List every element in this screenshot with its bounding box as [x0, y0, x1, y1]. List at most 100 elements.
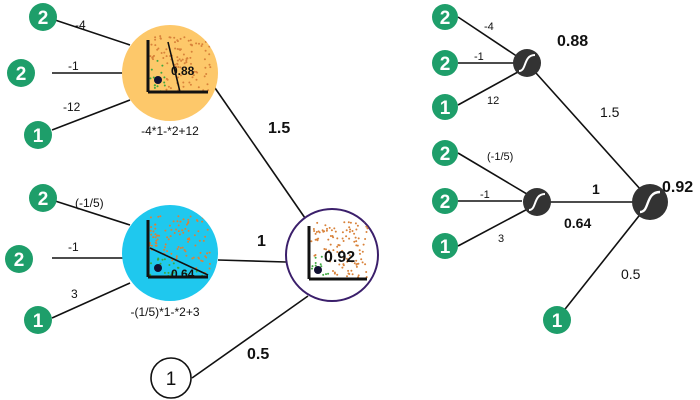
scatter-dot: [165, 77, 168, 80]
output-neuron: 0.92: [285, 208, 379, 302]
scatter-dot: [345, 229, 348, 232]
input-node-circle: [432, 4, 458, 30]
scatter-dot: [355, 263, 358, 266]
scatter-dot: [179, 74, 182, 77]
scatter-dot: [185, 223, 188, 226]
scatter-dot: [351, 260, 354, 263]
scatter-dot: [206, 228, 209, 231]
scatter-dot: [348, 230, 351, 233]
scatter-dot: [353, 262, 356, 265]
n2-input-node-1: 2: [29, 184, 57, 212]
scatter-dot: [159, 37, 162, 40]
scatter-dot: [208, 262, 211, 265]
scatter-dot: [342, 256, 345, 259]
scatter-dot: [191, 71, 194, 74]
scatter-dot: [355, 228, 358, 231]
scatter-dot: [156, 234, 158, 237]
scatter-dot: [177, 215, 180, 218]
scatter-dot: [198, 42, 200, 45]
scatter-dot: [341, 231, 344, 234]
scatter-dot: [347, 221, 350, 224]
scatter-dot: [177, 246, 180, 248]
scatter-dot: [354, 236, 357, 239]
scatter-dot: [336, 251, 339, 253]
r-bias-node: 1: [543, 306, 571, 334]
scatter-dot: [328, 226, 331, 229]
scatter-dot: [164, 229, 167, 232]
neuron1: 0.88: [122, 25, 218, 121]
scatter-dot: [150, 43, 153, 46]
r-n2-weight-2: -1: [480, 189, 490, 201]
input-node-value: 1: [440, 98, 451, 119]
scatter-dot: [356, 224, 359, 227]
scatter-dot: [348, 237, 351, 240]
input-node-circle: [29, 184, 57, 212]
scatter-dot: [185, 272, 188, 275]
scatter-dot: [195, 78, 198, 81]
scatter-dot: [149, 229, 152, 232]
scatter-dot: [341, 237, 344, 240]
neuron2-decision-boundary: [149, 247, 209, 276]
scatter-dot: [313, 254, 316, 257]
weight-bias-to-output: 0.5: [247, 346, 269, 363]
scatter-dot: [357, 274, 360, 277]
r-n1-input-node-2: 2: [432, 50, 458, 76]
scatter-dot: [189, 83, 192, 86]
scatter-dot: [154, 244, 157, 247]
scatter-dot: [314, 232, 317, 235]
scatter-dot: [172, 271, 175, 274]
scatter-dot: [162, 57, 165, 59]
scatter-dot: [208, 63, 211, 66]
sigmoid-icon: [639, 190, 661, 214]
scatter-dot: [173, 36, 176, 39]
sigmoid-icon: [518, 54, 536, 72]
scatter-dot: [154, 241, 157, 244]
scatter-dot: [208, 53, 211, 56]
input-node-circle: [432, 233, 458, 259]
input-node-circle: [24, 306, 52, 334]
scatter-dot: [349, 228, 352, 231]
input-node-circle: [432, 50, 458, 76]
neuron1-data-point: [154, 76, 162, 84]
scatter-dot: [170, 252, 173, 255]
scatter-dot: [150, 244, 153, 247]
scatter-dot: [355, 240, 358, 243]
scatter-dot: [156, 59, 159, 62]
scatter-dot: [195, 270, 198, 273]
r-edge-bias-output: [557, 201, 651, 319]
scatter-dot: [200, 45, 203, 47]
scatter-dot: [360, 258, 363, 261]
scatter-dot: [201, 260, 204, 263]
neuron1-scatter: [149, 35, 212, 93]
input-node-value: 2: [440, 8, 451, 29]
scatter-dot: [173, 232, 176, 234]
scatter-dot: [342, 240, 345, 242]
scatter-dot: [179, 247, 182, 249]
neuron2: 0.64: [122, 205, 218, 301]
scatter-dot: [365, 225, 368, 228]
neuron2-circle: [122, 205, 218, 301]
scatter-dot: [322, 273, 325, 276]
scatter-dot: [332, 236, 335, 239]
r-weight-n2-to-output: 1: [592, 181, 600, 197]
scatter-dot: [196, 220, 199, 222]
scatter-dot: [334, 230, 337, 233]
scatter-dot: [341, 266, 344, 269]
scatter-dot: [205, 256, 208, 259]
scatter-dot: [161, 258, 164, 261]
scatter-dot: [175, 228, 177, 231]
scatter-dot: [157, 215, 160, 218]
scatter-dot: [348, 254, 351, 257]
scatter-dot: [193, 70, 196, 73]
input-node-value: 2: [440, 54, 451, 75]
scatter-dot: [364, 263, 367, 266]
scatter-dot: [191, 257, 194, 260]
r-n2-input-node-3: 1: [432, 233, 458, 259]
scatter-dot: [329, 243, 332, 246]
scatter-dot: [314, 256, 317, 259]
scatter-dot: [332, 249, 335, 252]
scatter-dot: [170, 273, 173, 276]
scatter-dot: [170, 228, 173, 231]
scatter-dot: [191, 76, 194, 79]
scatter-dot: [208, 45, 211, 48]
